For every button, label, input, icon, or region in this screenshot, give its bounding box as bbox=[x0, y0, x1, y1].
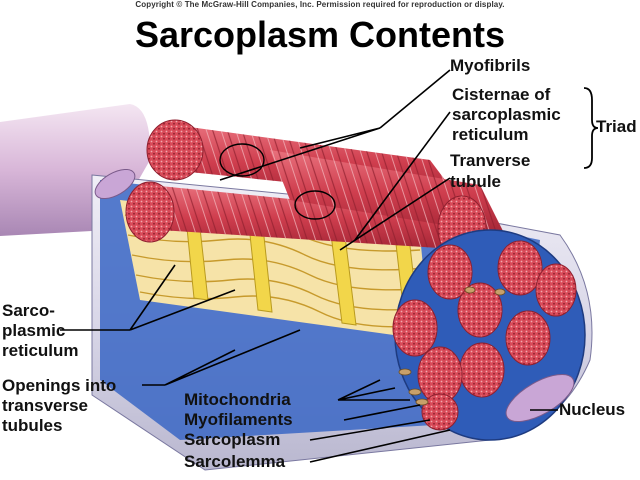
copyright-notice: Copyright © The McGraw-Hill Companies, I… bbox=[135, 0, 505, 9]
label-openings-2: transverse bbox=[2, 396, 89, 415]
label-cisternae-3: reticulum bbox=[452, 125, 529, 144]
page-title: Sarcoplasm Contents bbox=[134, 14, 506, 55]
cross-section-myofibrils bbox=[392, 240, 577, 431]
myofibril-end bbox=[146, 119, 204, 181]
leader-lines bbox=[60, 69, 558, 463]
label-cisternae-1: Cisternae of bbox=[452, 85, 551, 104]
mitochondria-shapes bbox=[398, 286, 506, 406]
label-sarcolemma: Sarcolemma bbox=[184, 452, 286, 471]
nucleus-shape bbox=[505, 373, 575, 423]
myofibril-marker bbox=[294, 190, 336, 220]
nucleus-shape-left bbox=[94, 168, 136, 200]
label-sr-3: reticulum bbox=[2, 341, 79, 360]
label-sr-2: plasmic bbox=[2, 321, 66, 340]
label-myofibrils: Myofibrils bbox=[450, 56, 531, 75]
label-myofilaments: Myofilaments bbox=[184, 410, 293, 429]
label-nucleus: Nucleus bbox=[559, 400, 626, 419]
myofibril-marker bbox=[219, 143, 265, 177]
label-openings-1: Openings into bbox=[2, 376, 117, 395]
label-openings-3: tubules bbox=[2, 416, 63, 435]
label-triad: Triad bbox=[596, 117, 637, 136]
label-sarcoplasm: Sarcoplasm bbox=[184, 430, 281, 449]
label-sr-1: Sarco- bbox=[2, 301, 55, 320]
myofibril-end bbox=[125, 181, 175, 243]
label-mitochondria: Mitochondria bbox=[184, 390, 291, 409]
label-tubule-1: Tranverse bbox=[450, 151, 531, 170]
label-tubule-2: tubule bbox=[450, 172, 501, 191]
triad-bracket bbox=[583, 87, 599, 169]
label-cisternae-2: sarcoplasmic bbox=[452, 105, 561, 124]
myofibril-long-1-striations bbox=[150, 185, 470, 250]
